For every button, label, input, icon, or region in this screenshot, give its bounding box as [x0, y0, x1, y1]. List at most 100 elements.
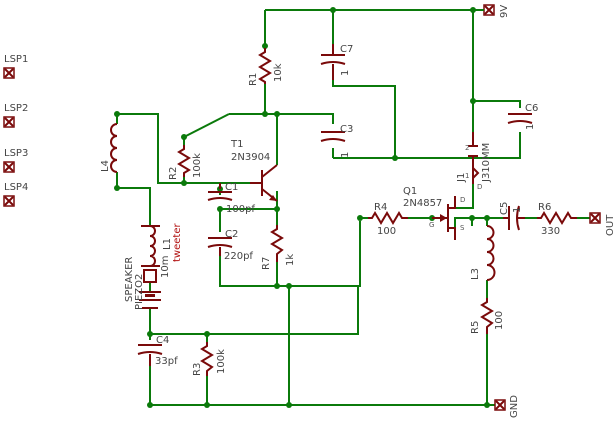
- junction-dot: [392, 155, 398, 161]
- r6-resistor[interactable]: [537, 211, 577, 225]
- junction-dot: [274, 206, 280, 212]
- c6-bottom-wire: [473, 132, 521, 159]
- q1-gate-pin: G: [429, 221, 434, 229]
- lsp2-pad[interactable]: [3, 116, 15, 128]
- junction-dot: [470, 7, 476, 13]
- junction-dot: [147, 331, 153, 337]
- c3-name: C3: [340, 124, 353, 135]
- c4-bus-wire: [150, 286, 359, 335]
- vcc-pad[interactable]: [483, 4, 495, 16]
- c6-top-wire: [473, 100, 521, 108]
- c7-bottom-wire: [332, 80, 396, 158]
- junction-dot: [469, 215, 475, 221]
- lsp2-label: LSP2: [4, 103, 28, 114]
- speaker-symbol[interactable]: [139, 269, 161, 309]
- c5-value: 1: [512, 207, 523, 213]
- c2-value: 220pf: [224, 251, 253, 262]
- junctions: [114, 7, 490, 408]
- speaker-value: tweeter: [172, 223, 183, 262]
- r6-name: R6: [538, 202, 551, 213]
- r1-resistor[interactable]: [258, 48, 272, 84]
- junction-dot: [262, 43, 268, 49]
- r4-value: 100: [377, 226, 396, 237]
- l4-inductor[interactable]: [110, 123, 118, 173]
- junction-dot: [114, 111, 120, 117]
- r7-name: R7: [261, 257, 272, 270]
- l4-lower-wire: [116, 172, 151, 226]
- wires: [116, 9, 596, 406]
- l4-name: L4: [100, 160, 111, 172]
- gnd-label: GND: [509, 395, 520, 418]
- lsp4-pad[interactable]: [3, 195, 15, 207]
- c1-capacitor[interactable]: [207, 183, 233, 201]
- r4-name: R4: [374, 202, 387, 213]
- c6-value: 1: [525, 124, 536, 130]
- gnd-pad[interactable]: [494, 399, 506, 411]
- c7-capacitor[interactable]: [320, 44, 346, 80]
- c5-capacitor[interactable]: [503, 205, 525, 231]
- l1-name: L1: [162, 238, 173, 250]
- r4-resistor[interactable]: [368, 211, 408, 225]
- junction-dot: [286, 402, 292, 408]
- r3-resistor[interactable]: [200, 342, 214, 376]
- junction-dot: [147, 402, 153, 408]
- junction-dot: [484, 215, 490, 221]
- r5-resistor[interactable]: [480, 298, 494, 334]
- out-pad[interactable]: [589, 212, 601, 224]
- c7-value: 1: [340, 70, 351, 76]
- j1-pin-2: 2: [465, 144, 469, 152]
- l1-inductor[interactable]: [141, 225, 160, 267]
- lsp1-pad[interactable]: [3, 67, 15, 79]
- q1-jfet[interactable]: [432, 196, 456, 240]
- out-label: OUT: [605, 214, 615, 236]
- q1-source-pin: S: [460, 224, 465, 232]
- r1-value: 10k: [273, 63, 284, 82]
- j1-component[interactable]: [468, 132, 480, 184]
- junction-dot: [204, 331, 210, 337]
- junction-dot: [181, 134, 187, 140]
- t1-value: 2N3904: [231, 152, 270, 163]
- c6-capacitor[interactable]: [507, 113, 533, 124]
- t1-transistor[interactable]: [250, 164, 278, 202]
- junction-dot: [470, 98, 476, 104]
- c2-name: C2: [225, 229, 238, 240]
- c4-capacitor[interactable]: [137, 344, 163, 366]
- lsp3-pad[interactable]: [3, 161, 15, 173]
- c3-capacitor[interactable]: [320, 131, 346, 142]
- r3-name: R3: [192, 363, 203, 376]
- junction-dot: [274, 111, 280, 117]
- r1-name: R1: [248, 73, 259, 86]
- c2-capacitor[interactable]: [207, 237, 233, 256]
- l4-top-wire: [117, 113, 250, 184]
- r2-resistor[interactable]: [177, 145, 191, 177]
- t1-name: T1: [230, 139, 243, 150]
- c4-value: 33pf: [155, 356, 178, 367]
- q1-value: 2N4857: [403, 198, 442, 209]
- l1-value: 10m: [160, 256, 171, 278]
- c3-value: 1: [340, 152, 351, 158]
- vcc-label: 9V: [499, 5, 510, 18]
- junction-dot: [286, 283, 292, 289]
- piezo-ident: PIEZO2: [134, 274, 145, 310]
- c1-value: 100pf: [226, 204, 255, 215]
- r7-resistor[interactable]: [270, 225, 284, 262]
- q1-name: Q1: [403, 186, 417, 197]
- lsp1-label: LSP1: [4, 54, 28, 65]
- lsp4-label: LSP4: [4, 182, 28, 193]
- junction-dot: [330, 7, 336, 13]
- r2-diag-wire: [183, 113, 230, 138]
- r2-value: 100k: [192, 153, 203, 178]
- junction-dot: [357, 215, 363, 221]
- l3-name: L3: [470, 268, 481, 280]
- l3-inductor[interactable]: [486, 225, 496, 281]
- j1-value: J310MM: [481, 143, 492, 183]
- junction-dot: [217, 206, 223, 212]
- c4-name: C4: [156, 335, 169, 346]
- r6-value: 330: [541, 226, 560, 237]
- junction-dot: [204, 402, 210, 408]
- r3-value: 100k: [216, 349, 227, 374]
- r5-value: 100: [494, 311, 505, 330]
- j1-drain-pin: D: [477, 183, 482, 191]
- c7-name: C7: [340, 44, 353, 55]
